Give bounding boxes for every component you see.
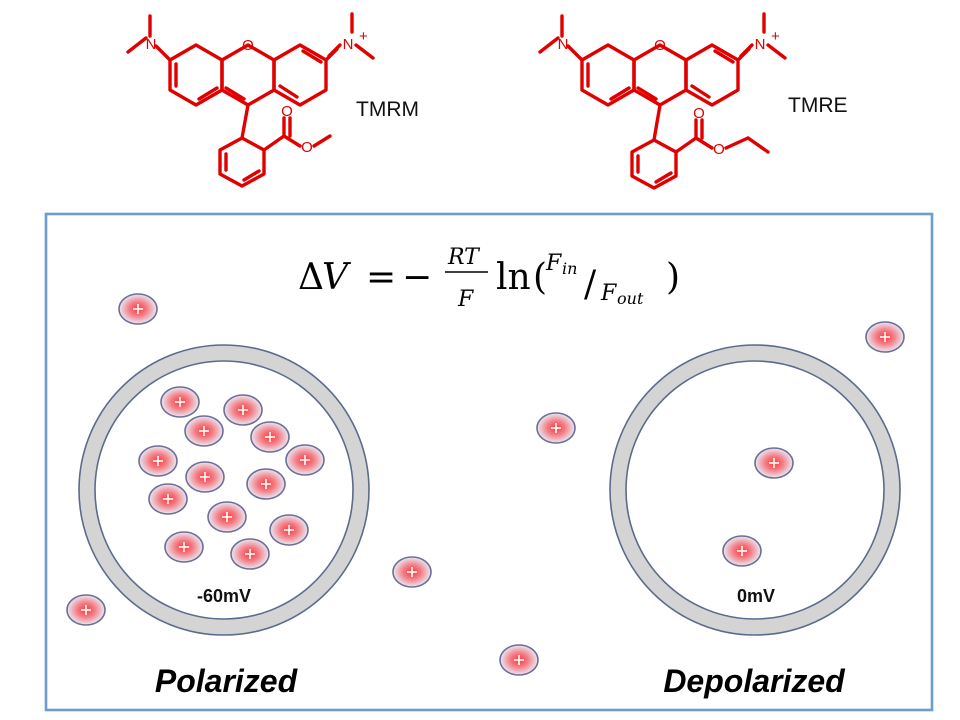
extracellular-ion: [118, 293, 158, 325]
eq-v: V: [322, 257, 352, 298]
polarized-inner-ion: [184, 415, 224, 447]
eq-open-paren: (: [533, 257, 547, 298]
tmre-structure: [538, 12, 787, 190]
tmre-oxygen-label: O: [654, 37, 666, 54]
eq-out-sub: out: [617, 289, 644, 308]
polarized-inner-ion: [185, 461, 225, 493]
polarized-inner-ion: [230, 538, 270, 570]
polarized-inner-ion: [138, 445, 178, 477]
polarized-label: Polarized: [155, 663, 299, 699]
eq-in-sub: in: [562, 259, 577, 278]
tmre-carbonyl-oxygen: O: [693, 105, 705, 122]
polarized-inner-ion: [148, 483, 188, 515]
polarized-inner-ion: [269, 514, 309, 546]
extracellular-ion: [499, 644, 539, 676]
polarized-inner-ion: [207, 501, 247, 533]
extracellular-ion: [392, 556, 432, 588]
eq-equals: =: [366, 257, 396, 298]
eq-f-out: F: [600, 281, 617, 306]
eq-slash: /: [584, 264, 597, 305]
polarized-inner-ion: [285, 444, 325, 476]
polarized-inner-ion: [223, 394, 263, 426]
depolarized-cell-interior: [625, 360, 885, 620]
polarized-inner-ion: [250, 421, 290, 453]
tmrm-label: TMRM: [356, 98, 419, 121]
eq-close-paren: ): [666, 257, 680, 298]
tmrm-nitrogen-label: N: [146, 36, 157, 53]
depolarized-inner-ion: [722, 535, 762, 567]
tmre-charge-label: +: [771, 28, 780, 45]
extracellular-ion: [66, 594, 106, 626]
polarized-inner-ion: [164, 531, 204, 563]
depolarized-inner-ion: [754, 447, 794, 479]
tmrm-carbonyl-oxygen: O: [281, 103, 293, 120]
eq-f-in: F: [545, 251, 562, 276]
polarized-voltage: -60mV: [197, 586, 251, 606]
tmre-iminium-label: N: [755, 36, 766, 53]
polarized-inner-ion: [246, 468, 286, 500]
depolarized-voltage: 0mV: [737, 586, 775, 606]
tmre-nitrogen-label: N: [558, 36, 569, 53]
tmrm-charge-label: +: [359, 28, 368, 45]
nernst-equation: Δ V = − RT F ln ( F in / F out ): [298, 245, 680, 312]
eq-ln: ln: [496, 257, 531, 298]
depolarized-label: Depolarized: [663, 663, 846, 699]
tmrm-oxygen-label: O: [242, 37, 254, 54]
dye-ions: [66, 293, 905, 676]
eq-numerator: RT: [447, 245, 481, 270]
tmrm-structure: [126, 12, 375, 188]
extracellular-ion: [536, 412, 576, 444]
tmrm-ester-oxygen: O: [301, 139, 313, 156]
polarized-cell-interior: [94, 360, 354, 620]
tmrm-iminium-label: N: [343, 36, 354, 53]
polarized-inner-ion: [160, 386, 200, 418]
eq-denominator: F: [457, 287, 474, 312]
eq-delta: Δ: [298, 257, 324, 298]
eq-minus: −: [402, 257, 432, 298]
tmre-ester-oxygen: O: [713, 141, 725, 158]
tmre-label: TMRE: [788, 94, 848, 117]
extracellular-ion: [865, 321, 905, 353]
